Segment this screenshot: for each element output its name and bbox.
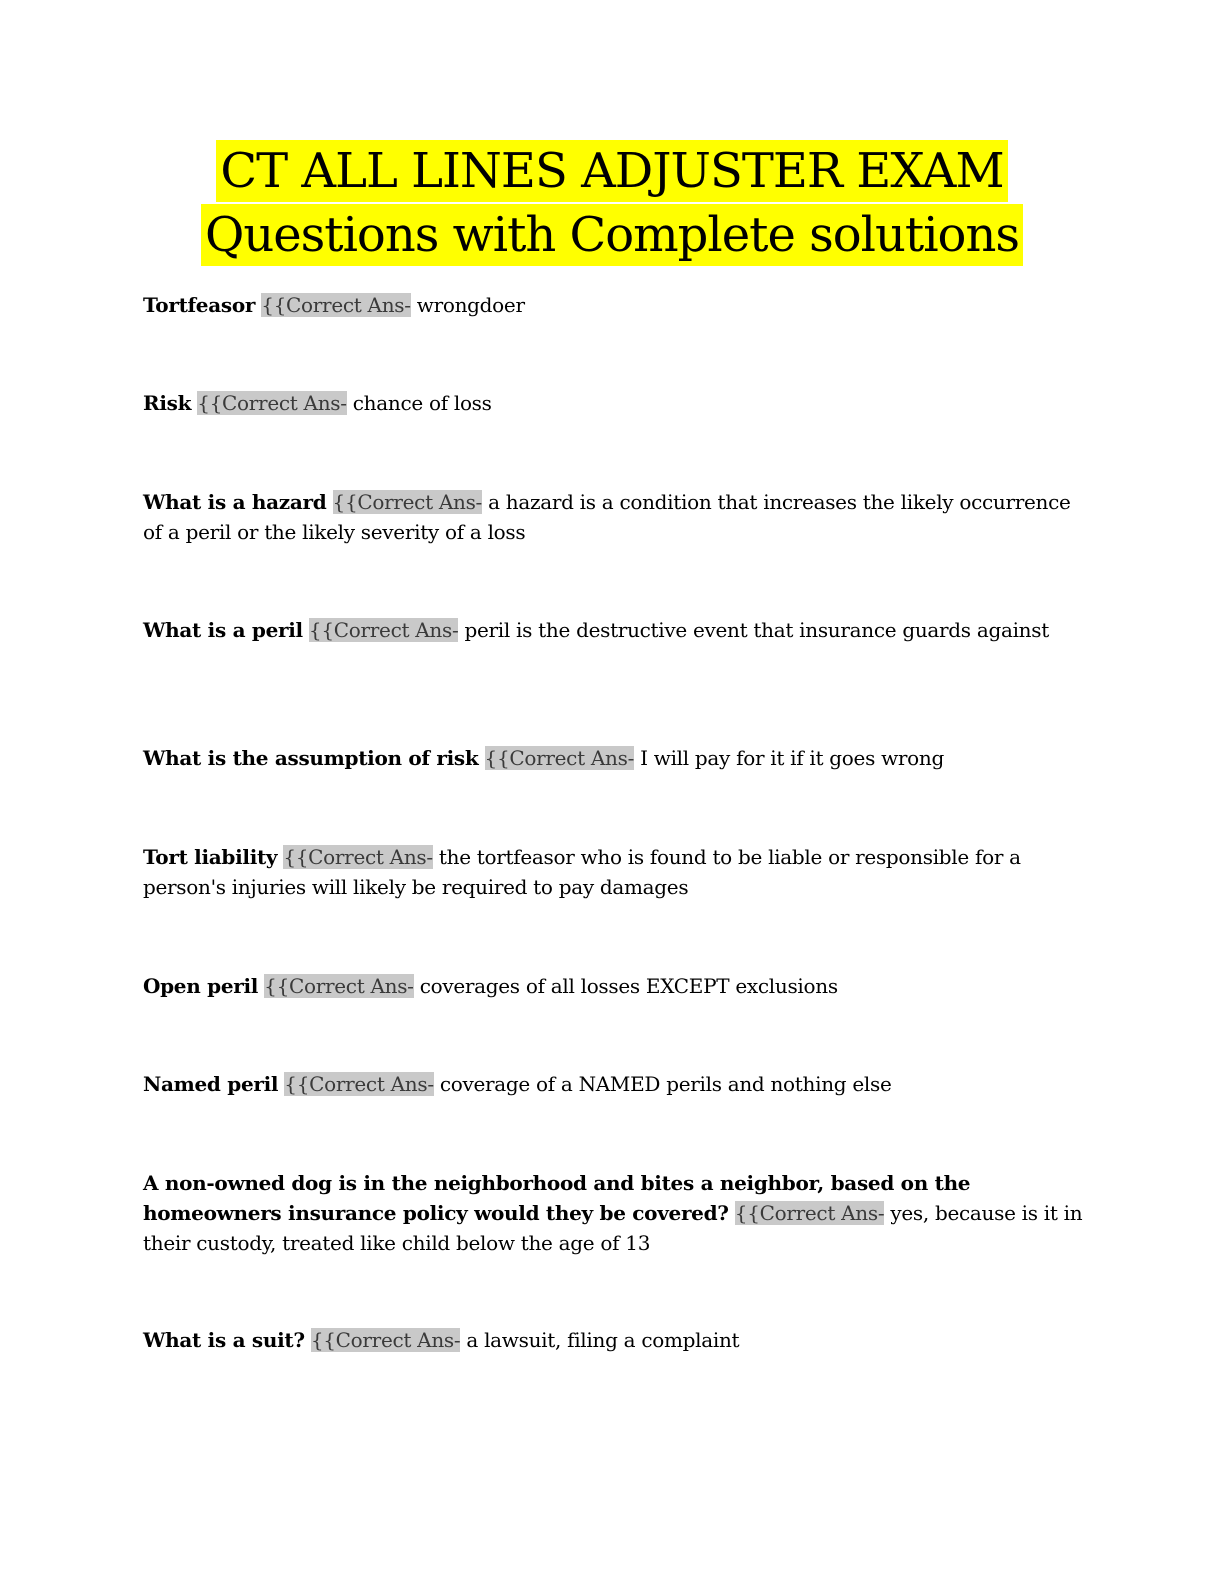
answer-text: peril is the destructive event that insu… [464,618,1049,642]
qa-item: Named peril {{Correct Ans- coverage of a… [143,1069,1083,1099]
question-text: What is the assumption of risk [143,746,479,770]
question-text: Tort liability [143,845,278,869]
qa-item: Open peril {{Correct Ans- coverages of a… [143,971,1083,1001]
qa-item: Risk {{Correct Ans- chance of loss [143,388,1083,418]
qa-item: What is a hazard {{Correct Ans- a hazard… [143,487,1083,547]
qa-item: What is a peril {{Correct Ans- peril is … [143,615,1083,645]
answer-text: yes, because is it in their custody, tre… [143,1201,1083,1255]
qa-item: What is a suit? {{Correct Ans- a lawsuit… [143,1325,1083,1355]
answer-text: coverage of a NAMED perils and nothing e… [439,1072,892,1096]
document-title: CT ALL LINES ADJUSTER EXAM Questions wit… [0,140,1224,268]
answer-text: a hazard is a condition that increases t… [143,490,1071,544]
question-text: What is a peril [143,618,303,642]
answer-text: I will pay for it if it goes wrong [640,746,945,770]
correct-answer-tag: {{Correct Ans- [734,1201,885,1225]
answer-text: coverages of all losses EXCEPT exclusion… [419,974,838,998]
qa-item: Tortfeasor {{Correct Ans- wrongdoer [143,290,1083,320]
answer-text: the tortfeasor who is found to be liable… [143,845,1021,899]
correct-answer-tag: {{Correct Ans- [332,490,483,514]
qa-item: What is the assumption of risk {{Correct… [143,743,1083,773]
answer-text: wrongdoer [416,293,525,317]
qa-item: Tort liability {{Correct Ans- the tortfe… [143,842,1083,902]
question-text: Open peril [143,974,259,998]
correct-answer-tag: {{Correct Ans- [484,746,635,770]
correct-answer-tag: {{Correct Ans- [283,845,433,869]
correct-answer-tag: {{Correct Ans- [264,974,414,998]
correct-answer-tag: {{Correct Ans- [284,1072,434,1096]
title-line-1: CT ALL LINES ADJUSTER EXAM [216,140,1008,202]
question-text: Risk [143,391,192,415]
answer-text: chance of loss [352,391,492,415]
correct-answer-tag: {{Correct Ans- [310,1328,461,1352]
answer-text: a lawsuit, filing a complaint [466,1328,740,1352]
qa-item: A non-owned dog is in the neighborhood a… [143,1168,1083,1258]
question-text: What is a suit? [143,1328,305,1352]
correct-answer-tag: {{Correct Ans- [197,391,347,415]
question-text: Tortfeasor [143,293,256,317]
question-text: Named peril [143,1072,279,1096]
question-text: What is a hazard [143,490,327,514]
question-text: A non-owned dog is in the neighborhood a… [143,1171,971,1225]
correct-answer-tag: {{Correct Ans- [261,293,411,317]
correct-answer-tag: {{Correct Ans- [308,618,459,642]
title-line-2: Questions with Complete solutions [200,204,1023,266]
